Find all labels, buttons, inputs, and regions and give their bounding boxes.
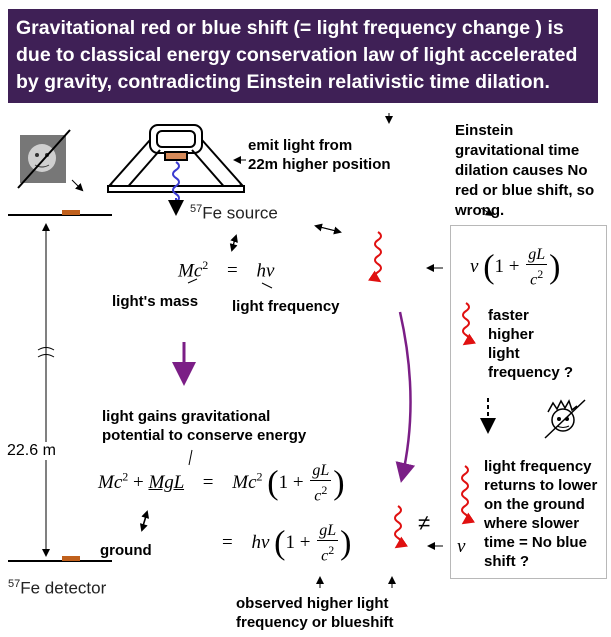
lights-mass-label: light's mass [112, 293, 199, 310]
emit-light-label: emit light from 22m higher position [248, 137, 391, 173]
blue-wave [172, 161, 180, 203]
fe-source-label: 57Fe source [190, 203, 278, 223]
top-plate [62, 210, 80, 215]
title-banner [8, 9, 598, 103]
crossed-scientist-icon [544, 399, 586, 439]
returns-lower-label: light frequency returns to lower on the … [484, 458, 598, 570]
einstein-portrait-icon [17, 129, 71, 189]
ground-plate [62, 556, 80, 561]
fe-source-apparatus-icon [107, 124, 245, 193]
title-text: Gravitational red or blue shift (= light… [16, 17, 578, 93]
einstein-dilation-box [450, 225, 607, 579]
not-equal-sign: ≠ [418, 510, 431, 535]
height-label: 22.6 m [7, 442, 56, 460]
faster-frequency-label: faster higher light frequency ? [488, 307, 574, 381]
einstein-note: Einstein gravitational time dilation cau… [455, 122, 595, 219]
observed-blueshift-label: observed higher light frequency or blues… [236, 595, 394, 631]
ground-label: ground [100, 542, 152, 559]
fe-detector-label: 57Fe detector [8, 578, 107, 598]
gains-potential-label: light gains gravitational potential to c… [102, 408, 307, 444]
nu-ground: ν [457, 536, 466, 557]
light-frequency-label: light frequency [232, 298, 340, 315]
equation-mass-energy: Mc2 = hν [178, 258, 275, 282]
